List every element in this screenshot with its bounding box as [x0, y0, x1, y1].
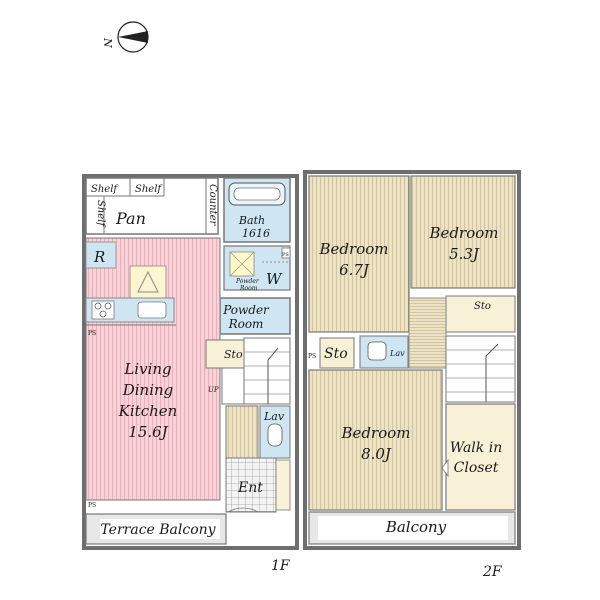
stairs-1f — [243, 337, 291, 405]
ps-label-1f-a: PS — [88, 330, 96, 337]
wic-label-1: Walk in — [450, 440, 502, 456]
sto-2f-a-label: Sto — [474, 301, 491, 312]
powder-small-label-1: Powder — [235, 278, 260, 285]
pan-label: Pan — [115, 209, 146, 228]
up-label: UP — [208, 386, 219, 394]
bedroom-a-label: Bedroom — [319, 240, 389, 258]
shelf-label-vertical: Shelf — [95, 200, 106, 228]
sto-1f-label: Sto — [224, 348, 243, 361]
pan-area — [85, 177, 219, 235]
refrigerator — [85, 241, 117, 269]
powder-small-label-2: Room — [239, 285, 258, 292]
stair-arrow-icon — [267, 347, 279, 404]
stairs-2f — [445, 335, 516, 403]
ldk-label-2: Dining — [122, 381, 174, 399]
wic-label-2: Closet — [454, 460, 499, 476]
ps-label-1f-c: PS — [282, 252, 289, 258]
ent-label: Ent — [237, 480, 263, 496]
walk-in-closet — [445, 403, 516, 511]
washer-w-label: W — [266, 270, 283, 288]
lav-2f-label: Lav — [389, 349, 405, 358]
powder-room — [219, 297, 291, 335]
floor-2f-label: 2F — [482, 564, 503, 580]
ldk-label-1: Living — [123, 360, 171, 378]
lav-1f-label: Lav — [263, 410, 285, 423]
floor-2: Bedroom 6.7J Bedroom 5.3J Bedroom 8.0J S… — [303, 170, 521, 580]
counter-label: Counter — [207, 184, 218, 226]
bedroom-b-size-label: 5.3J — [449, 245, 480, 263]
stair-arrow-2f-icon — [485, 343, 499, 402]
hall-2f — [408, 297, 447, 369]
shelf-label-b: Shelf — [135, 184, 163, 195]
stove-icon — [91, 300, 115, 320]
ps-label-2f: PS — [308, 353, 316, 360]
compass: N — [101, 21, 149, 53]
shelf-label-a: Shelf — [91, 184, 119, 195]
bath-size-label: 1616 — [242, 227, 270, 240]
storage-2f-b — [319, 337, 355, 369]
bedroom-6-7j — [308, 175, 410, 333]
ps-label-1f-b: PS — [88, 502, 96, 509]
refrigerator-label: R — [93, 248, 105, 266]
bedroom-c-size-label: 8.0J — [361, 445, 392, 463]
floor-1f-label: 1F — [271, 558, 291, 574]
bedroom-c-label: Bedroom — [341, 424, 411, 442]
compass-label: N — [101, 37, 114, 48]
basin-icon — [367, 341, 387, 361]
sink-icon — [137, 301, 167, 319]
terrace-balcony-label: Terrace Balcony — [100, 522, 216, 538]
bath-label: Bath — [238, 214, 265, 227]
toilet-icon — [267, 423, 283, 447]
storage-1f — [205, 339, 245, 369]
compass-needle-icon — [118, 31, 148, 43]
ldk-size-label: 15.6J — [128, 423, 168, 441]
entrance — [225, 457, 277, 513]
shoe-box — [275, 459, 291, 511]
bedroom-a-size-label: 6.7J — [339, 261, 370, 279]
hall-1f — [225, 405, 259, 459]
ldk-label-3: Kitchen — [118, 402, 178, 420]
sto-2f-b-label: Sto — [324, 346, 348, 362]
bedroom-8-0j — [308, 369, 443, 511]
balcony-label: Balcony — [385, 518, 447, 536]
powder-room-label-2: Room — [228, 317, 264, 331]
powder-room-label-1: Powder — [222, 303, 270, 317]
range-hood — [129, 265, 167, 301]
storage-2f-a — [445, 295, 516, 333]
bedroom-5-3j — [410, 175, 516, 289]
floor-1: Shelf Shelf Shelf Pan Counter Bath 1616 … — [82, 174, 299, 574]
bedroom-b-label: Bedroom — [429, 224, 499, 242]
